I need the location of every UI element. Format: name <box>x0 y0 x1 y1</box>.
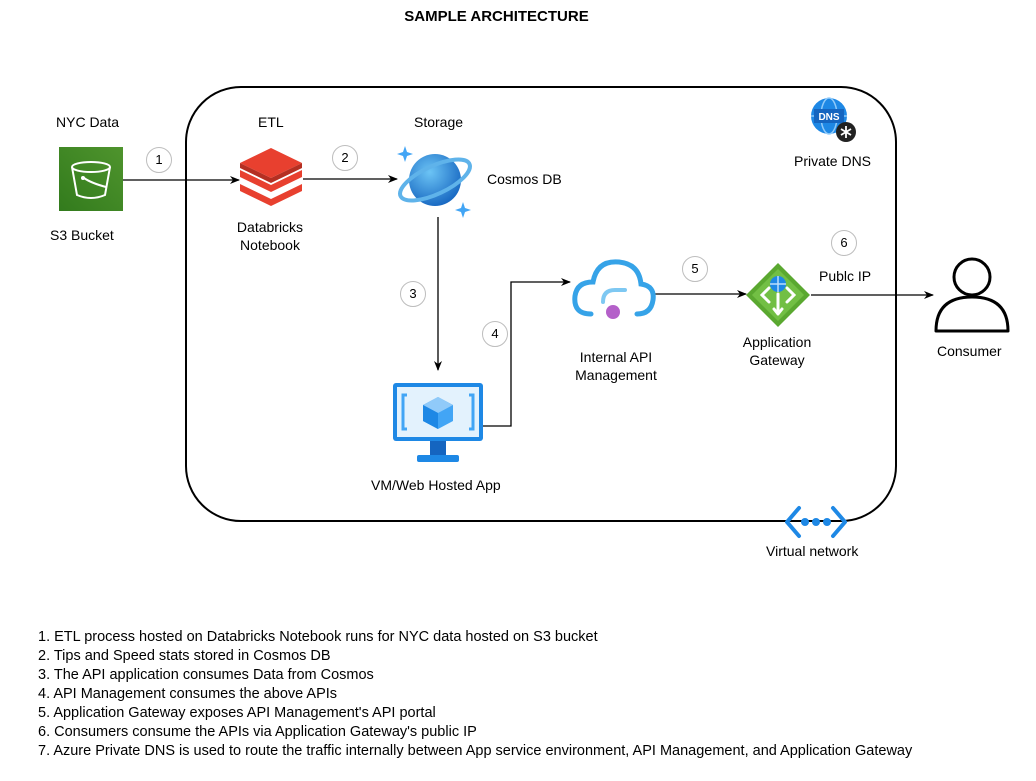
apim-label-line2: Management <box>575 367 657 383</box>
note-item: 6. Consumers consume the APIs via Applic… <box>38 724 477 740</box>
virtual-machine-icon <box>393 383 483 462</box>
consumer-label: Consumer <box>937 343 1002 359</box>
apim-label-line1: Internal API <box>579 349 653 365</box>
etl-label: ETL <box>258 114 284 130</box>
step-badge-6: 6 <box>831 230 857 256</box>
nyc-data-label: NYC Data <box>56 114 120 130</box>
step-badge-2: 2 <box>332 145 358 171</box>
virtual-network-boundary <box>185 86 897 522</box>
cosmos-db-label: Cosmos DB <box>487 171 562 187</box>
note-item: 5. Application Gateway exposes API Manag… <box>38 705 436 721</box>
gateway-label-line2: Gateway <box>749 352 805 368</box>
s3-bucket-icon <box>59 147 123 211</box>
step-badge-3: 3 <box>400 281 426 307</box>
gateway-label-line1: Application <box>742 334 812 350</box>
step-badge-1: 1 <box>146 147 172 173</box>
public-ip-label: Publc IP <box>819 268 872 284</box>
note-item: 3. The API application consumes Data fro… <box>38 667 374 683</box>
s3-bucket-label: S3 Bucket <box>50 227 114 243</box>
databricks-label-line1: Databricks <box>236 219 304 235</box>
svg-text:DNS: DNS <box>818 112 839 123</box>
user-icon <box>934 257 1010 333</box>
note-item: 7. Azure Private DNS is used to route th… <box>38 743 913 759</box>
databricks-icon <box>240 148 302 206</box>
virtual-network-label: Virtual network <box>766 543 859 559</box>
private-dns-icon: DNS <box>811 97 856 142</box>
note-item: 2. Tips and Speed stats stored in Cosmos… <box>38 648 331 664</box>
application-gateway-icon <box>746 263 810 327</box>
storage-label: Storage <box>414 114 464 130</box>
notes-list: 1. ETL process hosted on Databricks Note… <box>38 628 912 761</box>
arrow-vm-to-apim <box>483 278 571 427</box>
api-management-icon <box>572 259 656 319</box>
step-badge-5: 5 <box>682 256 708 282</box>
private-dns-label: Private DNS <box>794 153 872 169</box>
virtual-network-icon <box>785 506 847 538</box>
vm-label: VM/Web Hosted App <box>371 477 501 493</box>
cosmos-db-icon <box>397 146 472 218</box>
diagram-title: SAMPLE ARCHITECTURE <box>404 8 589 25</box>
databricks-label-line2: Notebook <box>240 237 300 253</box>
step-badge-4: 4 <box>482 321 508 347</box>
note-item: 4. API Management consumes the above API… <box>38 686 338 702</box>
note-item: 1. ETL process hosted on Databricks Note… <box>38 629 598 645</box>
